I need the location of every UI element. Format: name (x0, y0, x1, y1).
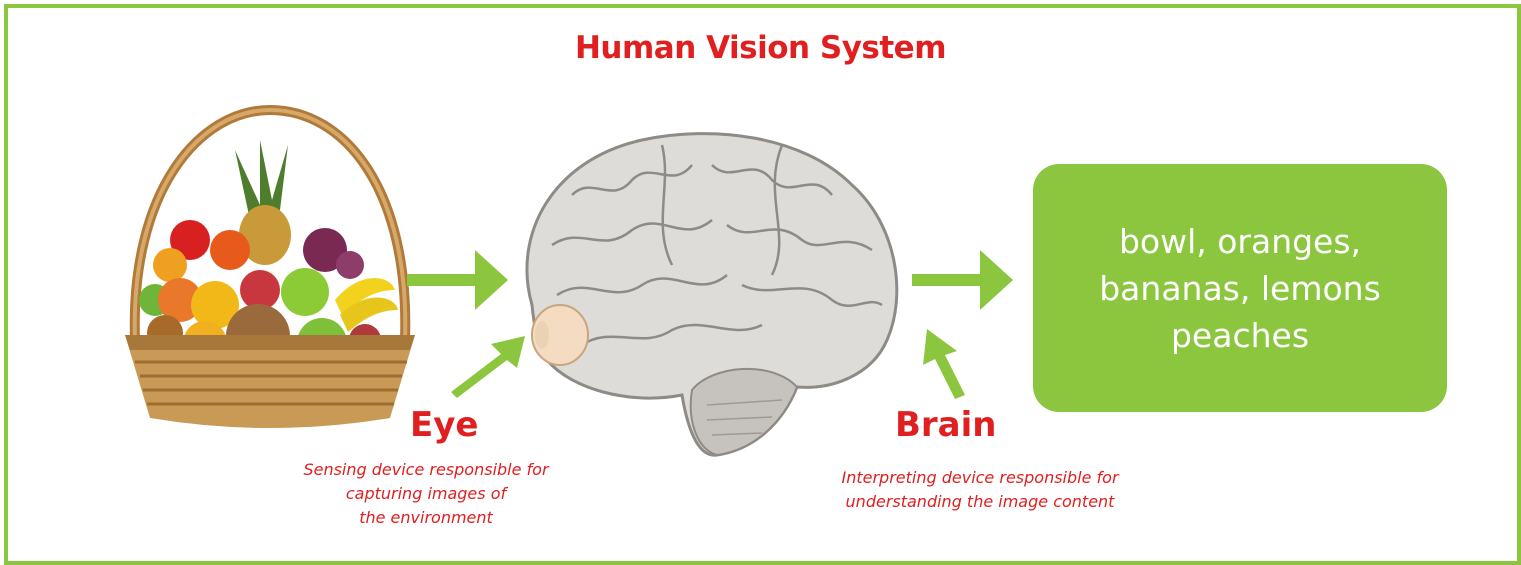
arrow-icon-brain-pointer (915, 325, 975, 400)
brain-image (512, 125, 907, 465)
result-line: peaches (1033, 312, 1447, 359)
brain-caption: Interpreting device responsible for unde… (780, 466, 1180, 514)
eye-label: Eye (410, 405, 478, 445)
eye-caption-line: capturing images of (250, 482, 602, 506)
arrow-icon-brain-to-result (910, 240, 1015, 320)
brain-label: Brain (895, 405, 997, 445)
brain-caption-line: understanding the image content (780, 490, 1180, 514)
eye-caption-line: Sensing device responsible for (250, 458, 602, 482)
eye-caption: Sensing device responsible for capturing… (250, 458, 602, 530)
result-line: bananas, lemons (1033, 265, 1447, 312)
arrow-icon-basket-to-eye (405, 240, 510, 320)
eye-caption-line: the environment (250, 506, 602, 530)
fruit-basket-image (110, 100, 430, 445)
brain-caption-line: Interpreting device responsible for (780, 466, 1180, 490)
result-text: bowl, oranges, bananas, lemons peaches (1033, 218, 1447, 359)
diagram-title: Human Vision System (0, 30, 1521, 66)
result-line: bowl, oranges, (1033, 218, 1447, 265)
arrow-icon-eye-pointer (445, 330, 530, 400)
result-box: bowl, oranges, bananas, lemons peaches (1033, 164, 1447, 412)
